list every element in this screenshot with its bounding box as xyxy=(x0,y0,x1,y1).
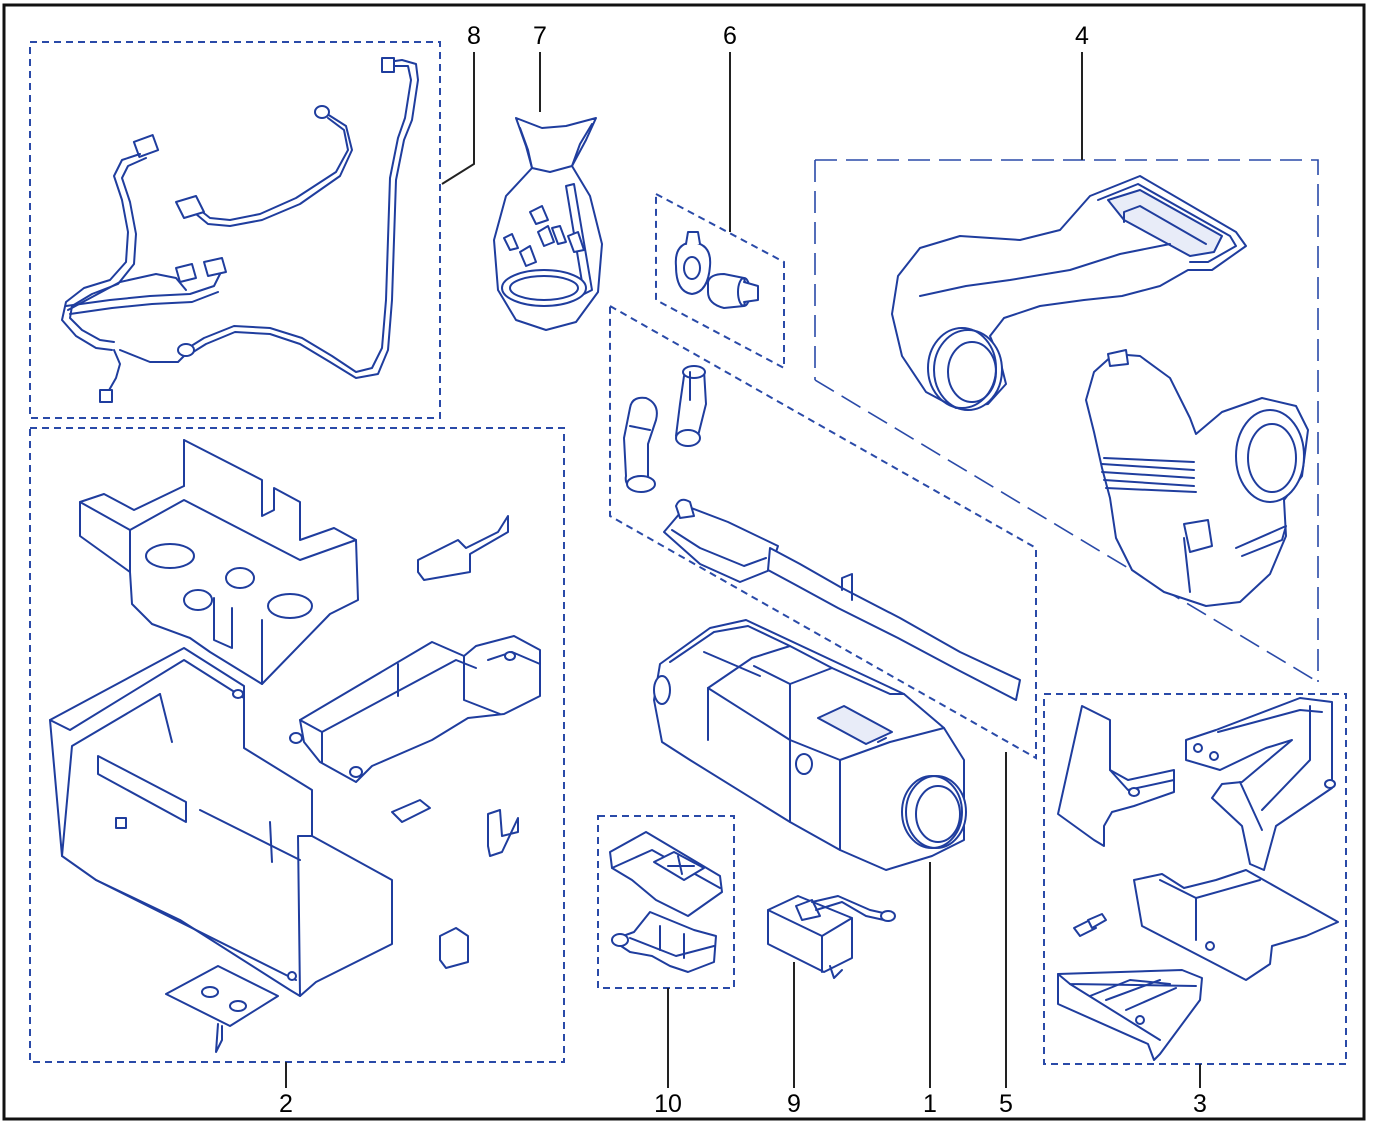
group-3-box xyxy=(1043,693,1347,1065)
group-9-relay xyxy=(767,895,896,979)
group-8-wiring-harness xyxy=(29,41,441,419)
callout-5: 5 xyxy=(999,1090,1013,1118)
callout-9: 9 xyxy=(787,1090,801,1118)
leader-8 xyxy=(441,52,475,185)
group-4-air-ducting xyxy=(814,159,1319,683)
callout-10: 10 xyxy=(654,1090,682,1118)
group-1-heater xyxy=(653,619,967,871)
group-10-fuse-holder xyxy=(597,815,735,989)
callout-1: 1 xyxy=(923,1090,937,1118)
callout-labels: 8 7 6 4 2 10 9 1 5 3 xyxy=(279,22,1207,1118)
callout-3: 3 xyxy=(1193,1090,1207,1118)
callout-4: 4 xyxy=(1075,22,1089,50)
group-8-box xyxy=(29,41,441,419)
group-3-bracket-set xyxy=(1043,693,1347,1065)
callout-6: 6 xyxy=(723,22,737,50)
group-10-box xyxy=(597,815,735,989)
group-6-clamp-fitting xyxy=(655,192,785,370)
group-6-box xyxy=(655,192,785,370)
group-7-parts-bag xyxy=(493,117,603,331)
callout-8: 8 xyxy=(467,22,481,50)
group-2-mounting-brackets xyxy=(29,427,565,1063)
callout-7: 7 xyxy=(533,22,547,50)
group-5-exhaust-intake xyxy=(609,304,1037,760)
group-2-box xyxy=(29,427,565,1063)
callout-2: 2 xyxy=(279,1090,293,1118)
group-5-box xyxy=(609,304,1037,760)
group-4-box xyxy=(815,159,1319,682)
leader-lines xyxy=(285,52,1201,1088)
